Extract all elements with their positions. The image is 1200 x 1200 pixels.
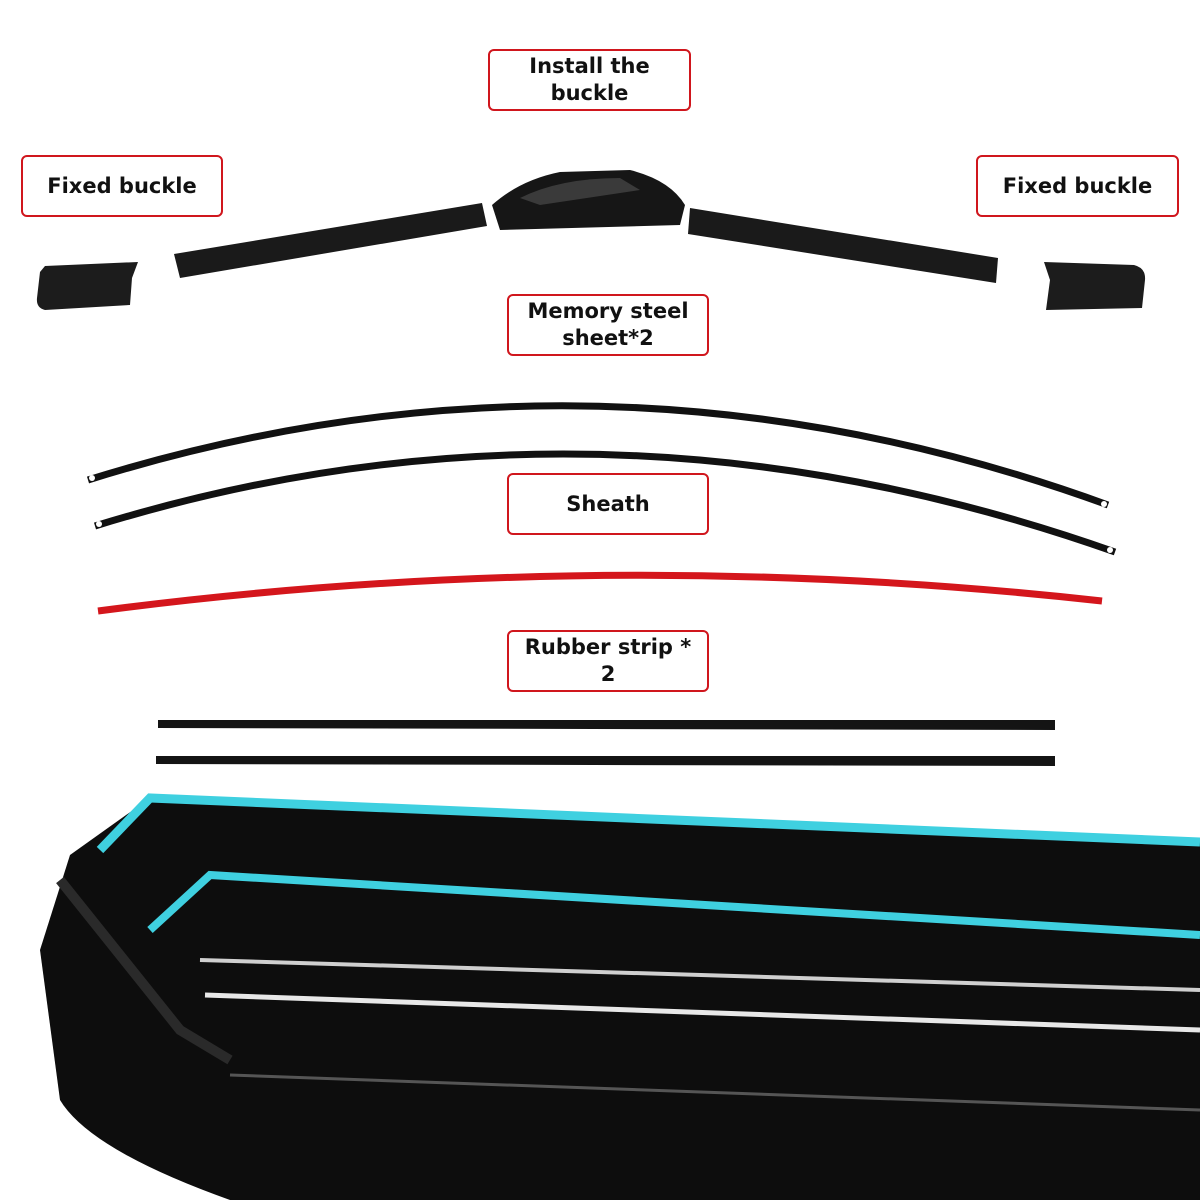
memory-steel-sheet-1 bbox=[86, 402, 1110, 509]
right-spoiler-segment bbox=[688, 208, 998, 283]
install-buckle-adapter bbox=[492, 170, 685, 230]
fixed-buckle-left-part bbox=[36, 262, 138, 310]
left-spoiler-segment bbox=[174, 203, 487, 278]
memory-steel-label: Memory steel sheet*2 bbox=[507, 294, 709, 356]
rubber-strip-2 bbox=[156, 756, 1055, 766]
fixed-buckle-right-label: Fixed buckle bbox=[976, 155, 1179, 217]
install-buckle-label: Install the buckle bbox=[488, 49, 691, 111]
sheath-label: Sheath bbox=[507, 473, 709, 535]
sheath-part bbox=[97, 571, 1103, 615]
memory-steel-sheet-2 bbox=[93, 450, 1117, 556]
rubber-closeup bbox=[40, 793, 1200, 1200]
fixed-buckle-left-label: Fixed buckle bbox=[21, 155, 223, 217]
fixed-buckle-right-part bbox=[1044, 262, 1146, 310]
rubber-strip-label: Rubber strip * 2 bbox=[507, 630, 709, 692]
rubber-strip-1 bbox=[158, 720, 1055, 730]
